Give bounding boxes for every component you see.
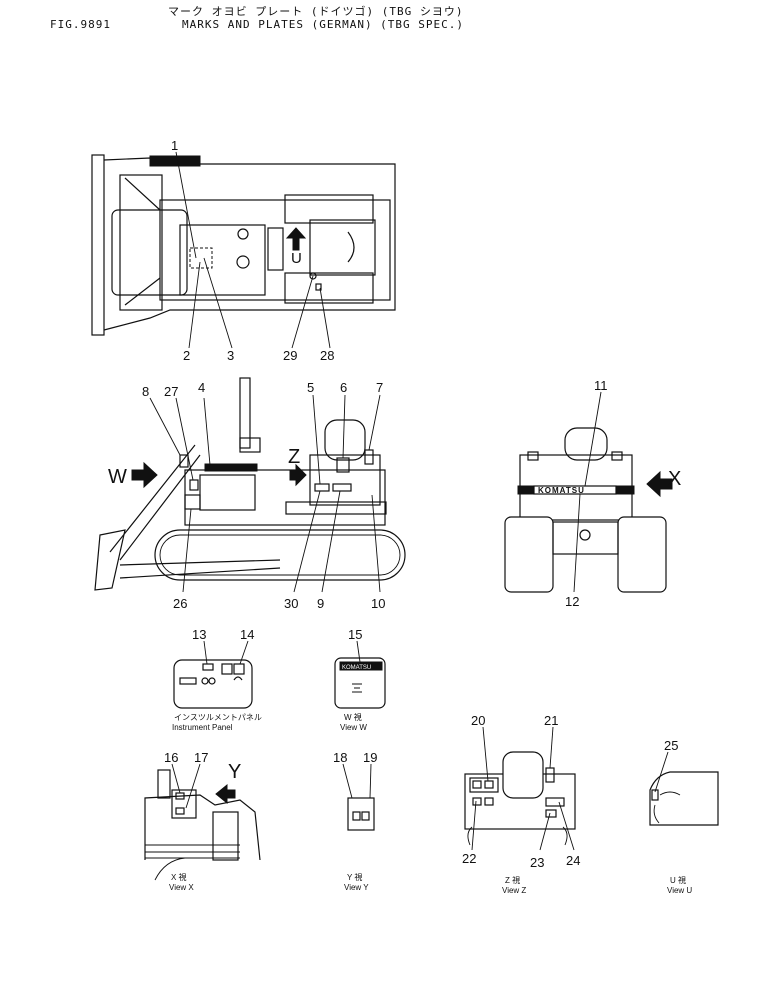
callout-12: 12 — [565, 594, 579, 609]
callout-16: 16 — [164, 750, 178, 765]
callout-23: 23 — [530, 855, 544, 870]
callout-25: 25 — [664, 738, 678, 753]
callout-2: 2 — [183, 348, 190, 363]
caption-x-en: View X — [169, 883, 194, 892]
title-english: MARKS AND PLATES (GERMAN) (TBG SPEC.) — [182, 18, 465, 31]
callout-28: 28 — [320, 348, 334, 363]
caption-panel-jp: インスツルメントパネル — [174, 713, 262, 722]
caption-w-jp: W 視 — [344, 713, 362, 722]
callout-22: 22 — [462, 851, 476, 866]
title-japanese: マーク オヨビ プレート (ドイツゴ) (TBG シヨウ) — [168, 5, 464, 18]
callout-3: 3 — [227, 348, 234, 363]
callout-20: 20 — [471, 713, 485, 728]
callout-4: 4 — [198, 380, 205, 395]
caption-z-en: View Z — [502, 886, 526, 895]
instrument-panel — [173, 640, 253, 709]
callout-30: 30 — [284, 596, 298, 611]
callout-9: 9 — [317, 596, 324, 611]
rear-view: X KOMATSU — [504, 391, 681, 593]
callout-26: 26 — [173, 596, 187, 611]
view-y — [342, 763, 375, 831]
marker-y: Y — [228, 761, 241, 783]
callout-5: 5 — [307, 380, 314, 395]
callout-6: 6 — [340, 380, 347, 395]
callout-21: 21 — [544, 713, 558, 728]
komatsu-plate-rear: KOMATSU — [538, 486, 585, 495]
callout-19: 19 — [363, 750, 377, 765]
callout-7: 7 — [376, 380, 383, 395]
marker-u: U — [291, 250, 302, 267]
callout-11: 11 — [594, 378, 608, 393]
callout-14: 14 — [240, 627, 254, 642]
komatsu-plate-w: KOMATSU — [342, 665, 371, 671]
view-u — [649, 751, 719, 826]
caption-y-en: View Y — [344, 883, 369, 892]
figure-number: FIG.9891 — [50, 18, 111, 31]
caption-y-jp: Y 視 — [347, 873, 362, 882]
marker-x: X — [668, 468, 681, 490]
callout-10: 10 — [371, 596, 385, 611]
view-x: Y — [144, 761, 261, 881]
callout-17: 17 — [194, 750, 208, 765]
caption-panel-en: Instrument Panel — [172, 723, 233, 732]
marker-z: Z — [288, 446, 300, 468]
caption-u-jp: U 視 — [670, 876, 686, 885]
callout-1: 1 — [171, 138, 178, 153]
callout-24: 24 — [566, 853, 580, 868]
callout-29: 29 — [283, 348, 297, 363]
callout-8: 8 — [142, 384, 149, 399]
callout-15: 15 — [348, 627, 362, 642]
top-view: U — [91, 151, 396, 349]
view-w: KOMATSU — [334, 640, 386, 709]
callout-18: 18 — [333, 750, 347, 765]
caption-z-jp: Z 視 — [505, 876, 520, 885]
caption-u-en: View U — [667, 886, 692, 895]
caption-w-en: View W — [340, 723, 367, 732]
marker-w: W — [108, 466, 127, 488]
caption-x-jp: X 視 — [171, 873, 187, 882]
callout-27: 27 — [164, 384, 178, 399]
callout-13: 13 — [192, 627, 206, 642]
view-z — [464, 726, 576, 851]
side-view: Z W — [94, 377, 406, 593]
